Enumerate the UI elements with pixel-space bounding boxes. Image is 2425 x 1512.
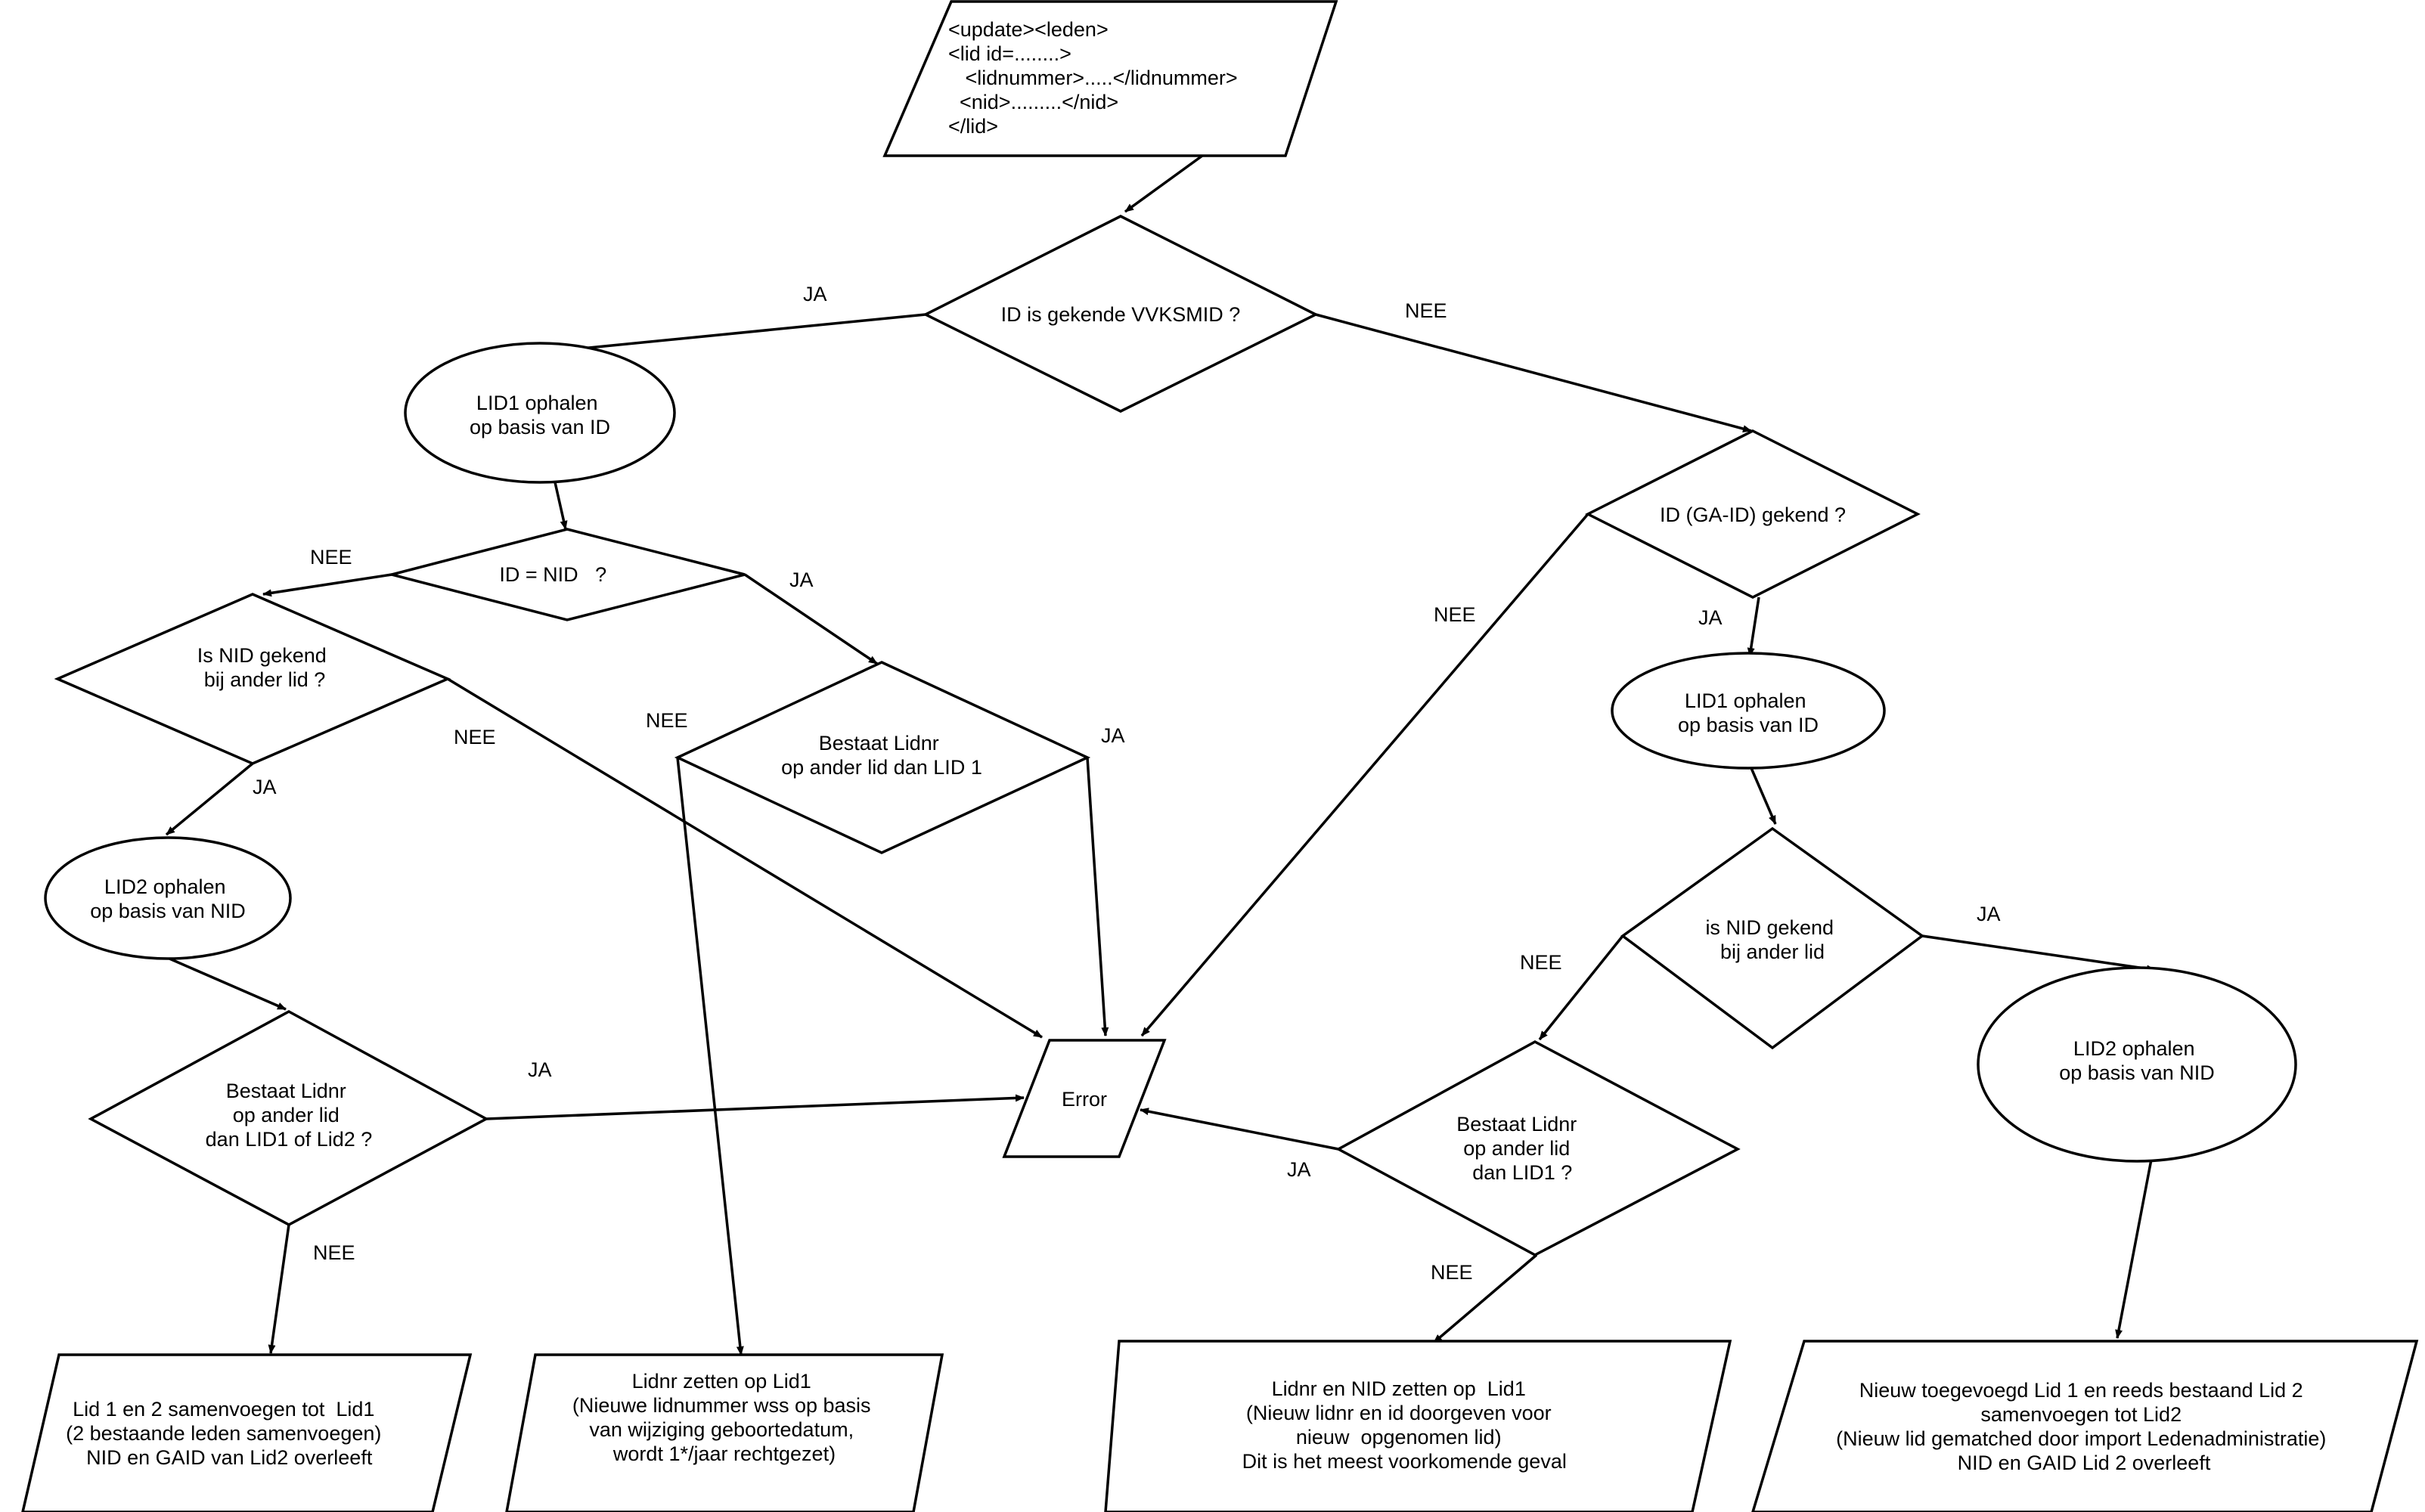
q-known-id-text: ID is gekende VVKSMID ? — [1001, 303, 1241, 326]
q-lidnr-lid1-lid2-text: Bestaat Lidnr op ander lid dan LID1 of L… — [206, 1080, 373, 1151]
error-text: Error — [1062, 1088, 1107, 1111]
node-error: Error — [1002, 1039, 1167, 1158]
node-lid2-fetch-right: LID2 ophalen op basis van NID — [1977, 966, 2297, 1163]
edge-id-eq-nid-no — [262, 573, 392, 597]
node-q-lidnr-lid1-right: Bestaat Lidnr op ander lid dan LID1 ? — [1335, 1040, 1741, 1256]
lid1-fetch-left-text: LID1 ophalen op basis van ID — [470, 392, 610, 438]
node-set-lidnr-lid1: Lidnr zetten op Lid1 (Nieuwe lidnummer w… — [505, 1353, 944, 1512]
process-ellipse — [1977, 966, 2297, 1163]
node-q-nid-other-left: Is NID gekend bij ander lid ? — [54, 593, 451, 765]
label-nid-other-left-no: NEE — [454, 726, 496, 748]
label-nid-other-right-yes: JA — [1977, 903, 2001, 925]
node-lid1-fetch-right: LID1 ophalen op basis van ID — [1611, 652, 1886, 770]
decision-diamond — [1585, 429, 1921, 599]
node-merge-to-lid2: Nieuw toegevoegd Lid 1 en reeds bestaand… — [1751, 1340, 2419, 1512]
label-id-eq-nid-no: NEE — [310, 546, 352, 569]
edge-id-eq-nid-yes — [744, 573, 878, 665]
edge-known-id-yes — [565, 313, 926, 353]
decision-diamond — [923, 215, 1319, 413]
node-input-xml: <update><leden> <lid id=........> <lidnu… — [882, 0, 1338, 157]
lid2-fetch-left-text: LID2 ophalen op basis van NID — [90, 875, 246, 922]
label-gaid-known-no: NEE — [1434, 603, 1476, 626]
label-lidnr-lid1-left-yes: JA — [1101, 724, 1125, 747]
set-lidnr-nid-lid1-text: Lidnr en NID zetten op Lid1 (Nieuw lidnr… — [1242, 1377, 1595, 1473]
label-gaid-known-yes: JA — [1698, 606, 1723, 629]
process-ellipse — [44, 836, 292, 960]
lid2-fetch-right-text: LID2 ophalen op basis van NID — [2059, 1037, 2215, 1084]
error-parallelogram — [1002, 1039, 1167, 1158]
decision-diamond — [674, 661, 1091, 854]
edge-labels: JA NEE NEE JA NEE JA NEE JA JA NEE NEE J… — [253, 283, 2001, 1284]
node-q-id-eq-nid: ID = NID ? — [386, 528, 746, 621]
label-lidnr-lid1-left-no: NEE — [646, 709, 688, 732]
label-lidnr-lid1-lid2-no: NEE — [313, 1241, 355, 1264]
label-known-id-yes: JA — [803, 283, 827, 305]
merge-to-lid2-text: Nieuw toegevoegd Lid 1 en reeds bestaand… — [1836, 1379, 2332, 1474]
q-gaid-known-text: ID (GA-ID) gekend ? — [1660, 503, 1846, 526]
edge-nid-other-right-no — [1538, 934, 1624, 1041]
input-xml-text: <update><leden> <lid id=........> <lidnu… — [948, 18, 1277, 138]
label-lidnr-lid1-right-yes: JA — [1287, 1158, 1311, 1181]
label-id-eq-nid-yes: JA — [789, 569, 814, 591]
output-parallelogram — [1751, 1340, 2419, 1512]
node-q-gaid-known: ID (GA-ID) gekend ? — [1585, 429, 1921, 599]
edge-gaid-known-yes — [1747, 596, 1760, 657]
node-lid2-fetch-left: LID2 ophalen op basis van NID — [44, 836, 292, 960]
edge-lidnr-lid1-left-no — [676, 757, 744, 1356]
q-nid-other-right-text: is NID gekend bij ander lid — [1705, 916, 1839, 963]
node-merge-to-lid1: Lid 1 en 2 samenvoegen tot Lid1 (2 besta… — [21, 1353, 473, 1512]
q-lidnr-lid1-left-text: Bestaat Lidnr op ander lid dan LID 1 — [781, 732, 982, 779]
edge-nid-other-left-yes — [165, 762, 254, 836]
decision-diamond — [88, 1010, 489, 1226]
edge-lidnr-lid1-lid2-yes — [485, 1094, 1025, 1120]
q-nid-other-left-text: Is NID gekend bij ander lid ? — [197, 644, 333, 691]
edge-gaid-known-no — [1140, 513, 1589, 1037]
node-q-nid-other-right: is NID gekend bij ander lid — [1620, 826, 1924, 1050]
label-lidnr-lid1-right-no: NEE — [1431, 1261, 1473, 1284]
decision-diamond — [386, 528, 746, 621]
edge-lidnr-lid1-left-yes — [1086, 757, 1109, 1036]
edges — [165, 154, 2156, 1356]
edge-input-to-known-id — [1124, 154, 1204, 213]
node-q-known-id: ID is gekende VVKSMID ? — [923, 215, 1319, 413]
output-parallelogram — [21, 1353, 473, 1512]
edge-nid-other-left-no — [447, 677, 1043, 1039]
lid1-fetch-right-text: LID1 ophalen op basis van ID — [1678, 689, 1819, 736]
node-lid1-fetch-left: LID1 ophalen op basis van ID — [404, 342, 676, 484]
label-nid-other-right-no: NEE — [1520, 951, 1562, 974]
decision-diamond — [1620, 826, 1924, 1050]
decision-diamond — [54, 593, 451, 765]
output-parallelogram — [1104, 1340, 1732, 1512]
label-known-id-no: NEE — [1405, 299, 1447, 322]
label-nid-other-left-yes: JA — [253, 776, 277, 798]
output-parallelogram — [505, 1353, 944, 1512]
edge-lidnr-lid1-lid2-no — [268, 1224, 290, 1354]
edge-known-id-no — [1315, 313, 1752, 432]
edge-lid2-right-to-merge — [2115, 1147, 2155, 1339]
process-ellipse — [404, 342, 676, 484]
process-ellipse — [1611, 652, 1886, 770]
edge-nid-other-right-yes — [1921, 934, 2156, 973]
decision-diamond — [1335, 1040, 1741, 1256]
edge-lidnr-lid1-right-no — [1432, 1253, 1538, 1344]
merge-to-lid1-text: Lid 1 en 2 samenvoegen tot Lid1 (2 besta… — [66, 1398, 421, 1469]
q-lidnr-lid1-right-text: Bestaat Lidnr op ander lid dan LID1 ? — [1456, 1113, 1617, 1184]
set-lidnr-lid1-text: Lidnr zetten op Lid1 (Nieuwe lidnummer w… — [572, 1370, 876, 1465]
node-set-lidnr-nid-lid1: Lidnr en NID zetten op Lid1 (Nieuw lidnr… — [1104, 1340, 1732, 1512]
input-parallelogram — [882, 0, 1338, 157]
node-q-lidnr-lid1-left: Bestaat Lidnr op ander lid dan LID 1 — [674, 661, 1091, 854]
edge-lid1-left-to-id-eq-nid — [554, 482, 568, 530]
edge-lid1-right-to-nid-other — [1750, 767, 1777, 825]
edge-lidnr-lid1-right-yes — [1140, 1108, 1339, 1151]
label-lidnr-lid1-lid2-yes: JA — [528, 1058, 552, 1081]
edge-lid2-left-to-lidnr — [169, 957, 287, 1011]
node-q-lidnr-lid1-lid2: Bestaat Lidnr op ander lid dan LID1 of L… — [88, 1010, 489, 1226]
q-id-eq-nid-text: ID = NID ? — [499, 563, 634, 586]
